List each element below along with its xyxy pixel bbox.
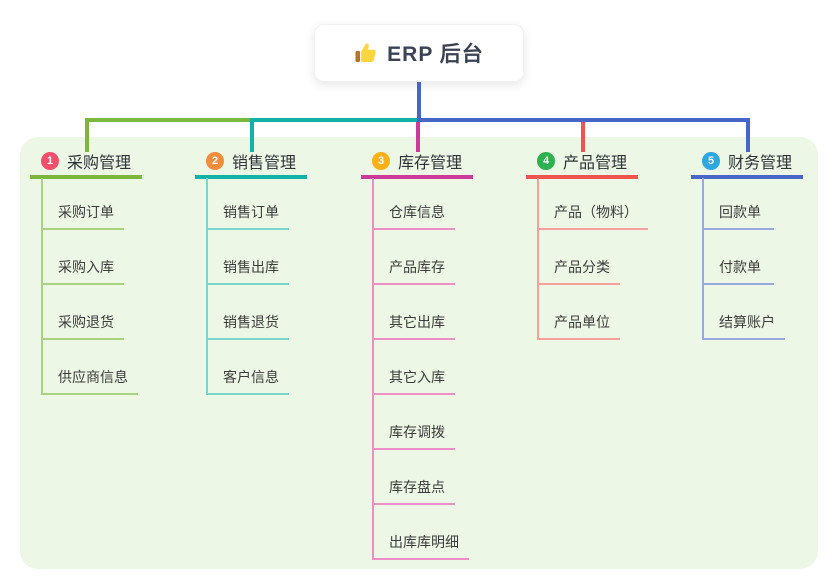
child-node-branch-4-item-2[interactable]: 产品分类: [537, 258, 620, 285]
child-node-branch-3-item-6[interactable]: 库存盘点: [372, 478, 455, 505]
branch-5-drop-line: [746, 118, 750, 152]
branch-node-3[interactable]: 3 库存管理: [361, 147, 473, 179]
branch-3-number-badge: 3: [372, 152, 390, 170]
child-node-branch-4-item-1[interactable]: 产品（物料）: [537, 203, 648, 230]
child-node-branch-1-item-3[interactable]: 采购退货: [41, 313, 124, 340]
mindmap-background-panel: [20, 137, 818, 569]
child-node-branch-1-item-1[interactable]: 采购订单: [41, 203, 124, 230]
branch-3-drop-line: [416, 118, 420, 152]
branch-5-children-trunk-line: [702, 178, 704, 340]
child-node-branch-1-item-4[interactable]: 供应商信息: [41, 368, 138, 395]
branch-node-4[interactable]: 4 产品管理: [526, 147, 638, 179]
branch-3-children-trunk-line: [372, 178, 374, 560]
branch-1-number-badge: 1: [41, 152, 59, 170]
child-node-branch-3-item-2[interactable]: 产品库存: [372, 258, 455, 285]
branch-node-2[interactable]: 2 销售管理: [195, 147, 307, 179]
child-node-branch-2-item-3[interactable]: 销售退货: [206, 313, 289, 340]
branch-4-title: 产品管理: [563, 155, 628, 172]
branch-1-drop-line: [85, 118, 89, 152]
child-node-branch-3-item-1[interactable]: 仓库信息: [372, 203, 455, 230]
branch-node-1[interactable]: 1 采购管理: [30, 147, 142, 179]
child-node-branch-3-item-3[interactable]: 其它出库: [372, 313, 455, 340]
bus-segment-branch-5: [417, 118, 750, 122]
branch-2-children-trunk-line: [206, 178, 208, 395]
child-node-branch-2-item-2[interactable]: 销售出库: [206, 258, 289, 285]
root-node-erp-backend[interactable]: ERP 后台: [314, 24, 524, 82]
thumbs-up-icon: [354, 41, 378, 65]
branch-3-title: 库存管理: [398, 155, 463, 172]
branch-5-number-badge: 5: [702, 152, 720, 170]
branch-2-number-badge: 2: [206, 152, 224, 170]
branch-2-drop-line: [250, 118, 254, 152]
child-node-branch-3-item-4[interactable]: 其它入库: [372, 368, 455, 395]
child-node-branch-4-item-3[interactable]: 产品单位: [537, 313, 620, 340]
root-drop-line: [417, 82, 421, 122]
child-node-branch-5-item-2[interactable]: 付款单: [702, 258, 774, 285]
branch-node-5[interactable]: 5 财务管理: [691, 147, 803, 179]
child-node-branch-2-item-1[interactable]: 销售订单: [206, 203, 289, 230]
child-node-branch-3-item-5[interactable]: 库存调拨: [372, 423, 455, 450]
root-node-label: ERP 后台: [387, 43, 484, 66]
child-node-branch-1-item-2[interactable]: 采购入库: [41, 258, 124, 285]
branch-2-title: 销售管理: [232, 155, 297, 172]
child-node-branch-5-item-1[interactable]: 回款单: [702, 203, 774, 230]
branch-4-number-badge: 4: [537, 152, 555, 170]
child-node-branch-5-item-3[interactable]: 结算账户: [702, 313, 785, 340]
branch-4-drop-line: [581, 118, 585, 152]
branch-1-children-trunk-line: [41, 178, 43, 395]
branch-5-title: 财务管理: [728, 155, 793, 172]
child-node-branch-2-item-4[interactable]: 客户信息: [206, 368, 289, 395]
child-node-branch-3-item-7[interactable]: 出库库明细: [372, 533, 469, 560]
bus-segment-branch-2: [250, 118, 421, 122]
branch-1-title: 采购管理: [67, 155, 132, 172]
branch-4-children-trunk-line: [537, 178, 539, 340]
bus-segment-branch-1: [85, 118, 252, 122]
